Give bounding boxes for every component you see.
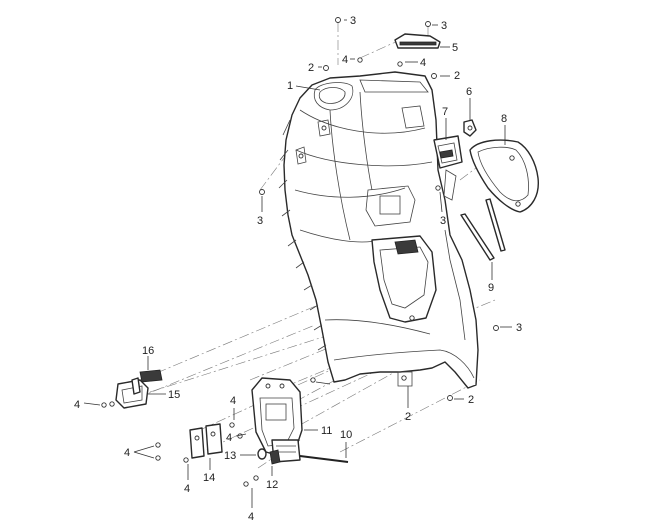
callout-labels: 1 2 2 2 2 3 3 3 3 3 4 4 4 4 4 4 4 4 5 6 … (74, 15, 522, 523)
callout-7: 7 (442, 106, 448, 118)
callout-15: 15 (168, 389, 180, 401)
hinge-brackets-part-14 (189, 423, 223, 459)
callout-3-left: 3 (257, 215, 263, 227)
callout-11: 11 (321, 425, 332, 437)
callout-12: 12 (266, 479, 278, 491)
top-bracket-part-5 (394, 33, 441, 49)
fasteners (101, 17, 499, 487)
clip-part-6 (463, 119, 477, 137)
inner-panel-part-1 (278, 71, 479, 389)
bushing-part-13 (257, 448, 267, 460)
callout-2-bottom-center: 2 (405, 411, 411, 423)
callout-4-beside-housing: 4 (226, 432, 232, 444)
callout-4-bottom: 4 (248, 511, 254, 523)
cover-panel-part-8 (469, 139, 539, 213)
callout-5: 5 (452, 42, 458, 54)
callout-8: 8 (501, 113, 507, 125)
access-hatch-part-7 (433, 135, 463, 169)
callout-2-top-left: 2 (308, 62, 314, 74)
strips-part-9 (460, 198, 506, 261)
callout-4-above-housing: 4 (230, 395, 236, 407)
callout-3-right: 3 (516, 322, 522, 334)
callout-6: 6 (466, 86, 472, 98)
callout-3-middle: 3 (440, 215, 446, 227)
callout-4-top-right: 4 (420, 57, 426, 69)
callout-1: 1 (287, 80, 293, 92)
leader-lines (83, 19, 512, 508)
callout-4-left-pair: 4 (124, 447, 130, 459)
callout-4-far-left: 4 (74, 399, 80, 411)
callout-2-bottom-right: 2 (468, 394, 474, 406)
knob-part-12 (269, 449, 281, 465)
callout-16: 16 (142, 345, 154, 357)
callout-4-bottom-left: 4 (184, 483, 190, 495)
callout-14: 14 (203, 472, 215, 484)
callout-3-top-right: 3 (441, 20, 447, 32)
rod-part-10 (299, 455, 349, 463)
callout-9: 9 (488, 282, 494, 294)
callout-3-top-center: 3 (350, 15, 356, 27)
latch-cap-part-16 (131, 369, 163, 395)
callout-10: 10 (340, 429, 352, 441)
callout-13: 13 (224, 450, 236, 462)
callout-4-top-left: 4 (342, 54, 348, 66)
callout-2-top-right: 2 (454, 70, 460, 82)
